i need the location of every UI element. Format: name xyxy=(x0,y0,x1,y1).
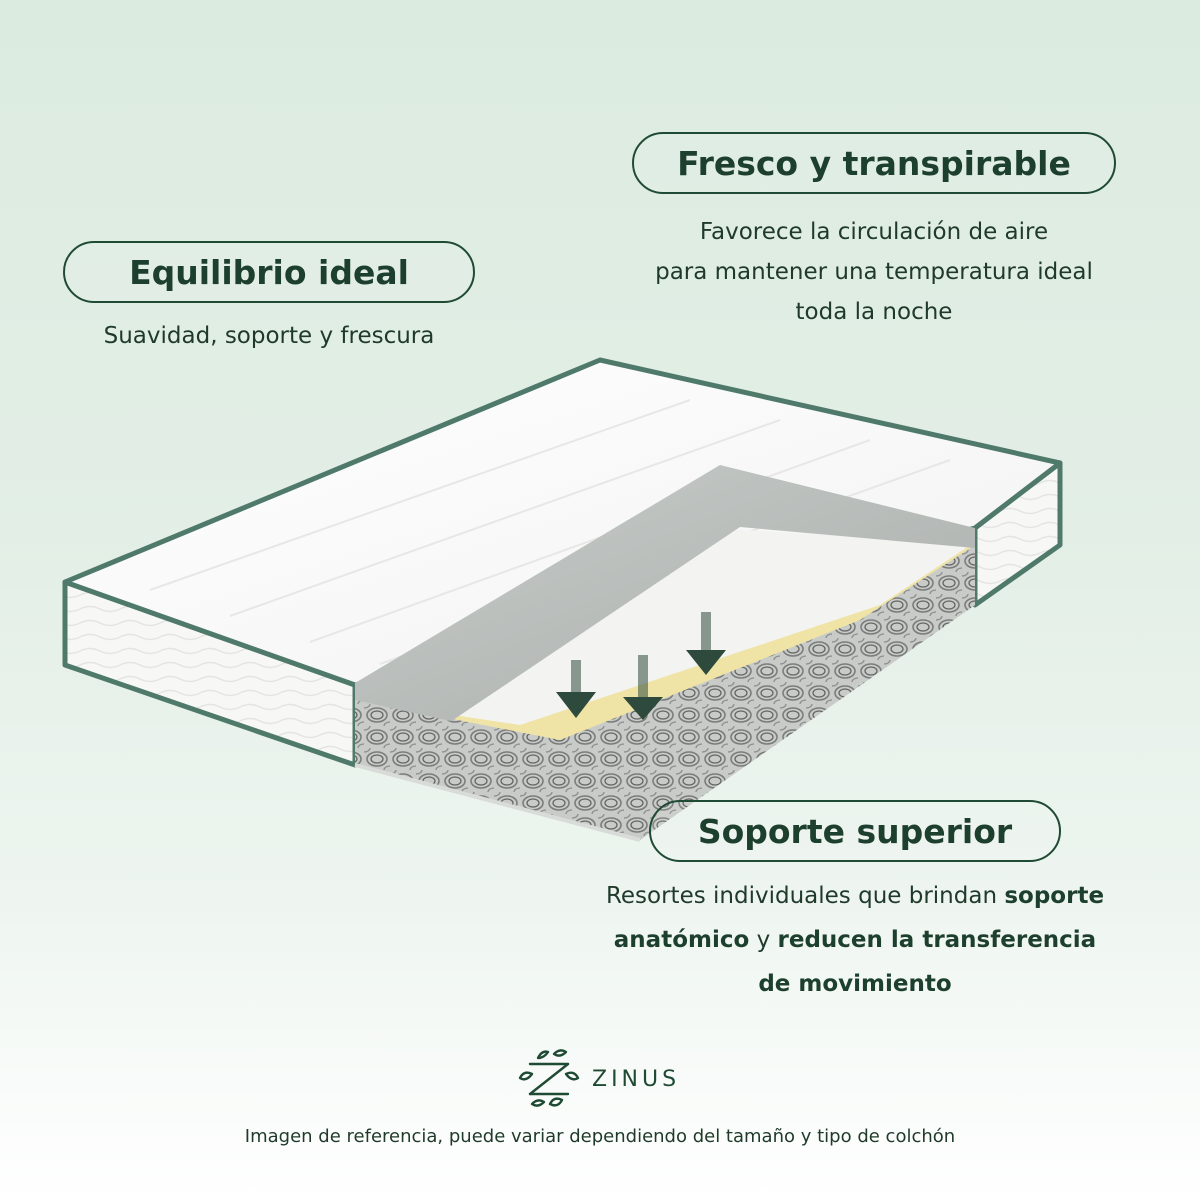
soporte-bold-1a: soporte xyxy=(1004,883,1105,909)
feature-desc-soporte-line2: anatómico y reducen la transferencia xyxy=(560,918,1150,962)
feature-desc-fresco: Favorece la circulación de aire para man… xyxy=(600,212,1148,332)
feature-title-equilibrio: Equilibrio ideal xyxy=(63,241,475,303)
soporte-bold-2: reducen la transferencia xyxy=(777,927,1097,953)
feature-desc-fresco-line1: Favorece la circulación de aire xyxy=(699,219,1049,245)
disclaimer-text: Imagen de referencia, puede variar depen… xyxy=(244,1126,956,1147)
pressure-arrows xyxy=(556,612,726,720)
brand-name: ZINUS xyxy=(592,1066,681,1092)
feature-desc-equilibrio-text: Suavidad, soporte y frescura xyxy=(103,323,435,349)
feature-desc-fresco-line2: para mantener una temperatura ideal xyxy=(655,259,1093,285)
feature-title-soporte: Soporte superior xyxy=(649,800,1061,862)
zinus-leaf-logo-icon xyxy=(518,1049,580,1107)
soporte-text-2: y xyxy=(749,927,778,953)
feature-title-equilibrio-text: Equilibrio ideal xyxy=(129,252,409,292)
soporte-text-1: Resortes individuales que brindan xyxy=(605,883,1005,909)
soporte-bold-3: de movimiento xyxy=(758,971,952,997)
feature-desc-fresco-line3: toda la noche xyxy=(795,299,953,325)
feature-desc-equilibrio: Suavidad, soporte y frescura xyxy=(40,316,498,356)
feature-title-soporte-text: Soporte superior xyxy=(697,811,1013,851)
feature-desc-soporte-line3: de movimiento xyxy=(560,962,1150,1006)
feature-title-fresco-text: Fresco y transpirable xyxy=(677,143,1071,183)
feature-title-fresco: Fresco y transpirable xyxy=(632,132,1116,194)
brand-logo: ZINUS xyxy=(516,1046,680,1112)
feature-desc-soporte: Resortes individuales que brindan soport… xyxy=(560,874,1150,1006)
soporte-bold-1b: anatómico xyxy=(613,927,750,953)
feature-desc-soporte-line1: Resortes individuales que brindan soport… xyxy=(560,874,1150,918)
